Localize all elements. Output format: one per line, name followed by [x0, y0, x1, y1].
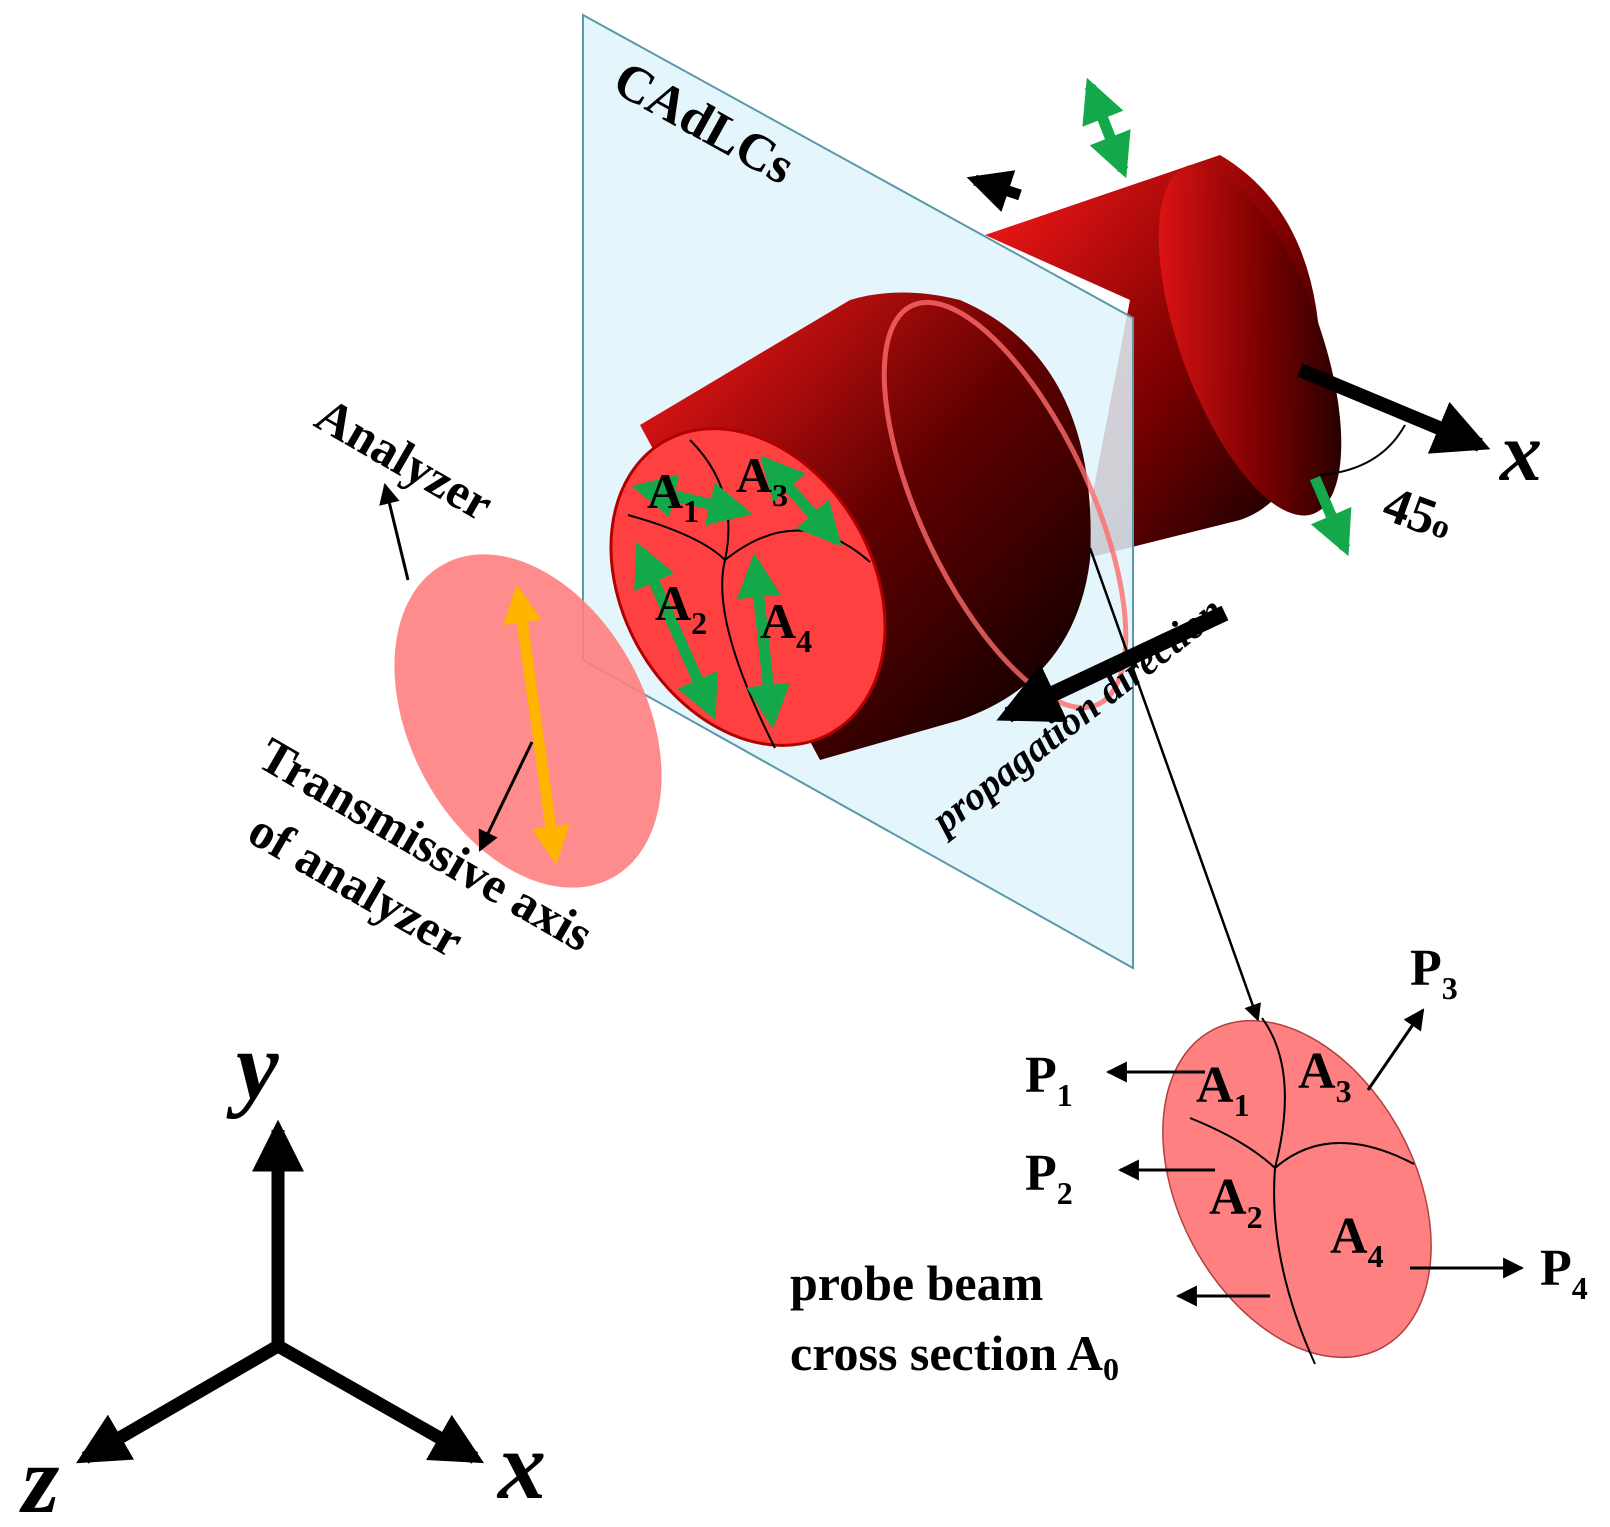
analyzer-label: Analyzer — [307, 386, 503, 532]
angle-arc — [1319, 424, 1406, 476]
x-axis-label: x — [496, 1412, 546, 1519]
beam-face-labels: A1 A2 A3 A4 — [647, 447, 812, 659]
beam-face-label-a1: A1 — [647, 463, 699, 529]
transmissive-axis-pointer — [478, 741, 534, 852]
polarization-arrow-a1 — [631, 474, 753, 526]
p3-label: P3 — [1410, 940, 1458, 1006]
cross-section-leader — [1088, 547, 1261, 1022]
p1-label: P1 — [1025, 1047, 1073, 1113]
polarization-arrow-rear-top — [1082, 77, 1131, 179]
p4-label: P4 — [1540, 1240, 1588, 1306]
cross-section-labels: A1 A2 A3 A4 — [1196, 1043, 1384, 1274]
polarization-arrows-face — [631, 455, 842, 729]
polarization-arrow-rear-bottom — [1309, 475, 1352, 557]
cross-section-label-a1: A1 — [1196, 1057, 1250, 1123]
z-axis-arrow — [76, 1340, 282, 1464]
z-axis-label: z — [19, 1426, 59, 1527]
beam-rear-section — [985, 155, 1342, 560]
p2-label: P2 — [1025, 1145, 1073, 1211]
beam-face-label-a3: A3 — [736, 447, 788, 513]
polarization-arrow-a2 — [634, 541, 718, 721]
probe-beam-label-line1: probe beam — [790, 1255, 1043, 1311]
y-axis-label: y — [226, 1012, 279, 1119]
polarization-arrow-a4 — [736, 553, 791, 729]
x-axis-arrow — [274, 1340, 485, 1464]
beam-x-axis-label: x — [1498, 406, 1542, 499]
analyzer-transmissive-axis — [503, 584, 570, 865]
coordinate-axes: y x z — [19, 1012, 546, 1527]
propagation-arrow — [996, 605, 1229, 723]
cross-section-disk — [1162, 1017, 1432, 1365]
angle-label: 45o — [1376, 476, 1460, 553]
cross-section-label-a4: A4 — [1330, 1208, 1384, 1274]
polarization-arrow-a3 — [760, 455, 842, 547]
analyzer-pointer — [379, 482, 410, 581]
beam-face-label-a2: A2 — [655, 575, 707, 641]
beam-x-axis-arrow — [1297, 363, 1491, 454]
beam-face-label-a4: A4 — [760, 593, 812, 659]
beam-front-section — [640, 292, 1129, 760]
beam-top-direction-arrow — [966, 170, 1022, 213]
p3-arrow — [1366, 1008, 1425, 1091]
cross-section-label-a3: A3 — [1298, 1043, 1352, 1109]
beam-rim — [881, 299, 1129, 711]
cross-section-label-a2: A2 — [1209, 1169, 1263, 1235]
probe-beam-label-line2: cross section A0 — [790, 1325, 1119, 1387]
